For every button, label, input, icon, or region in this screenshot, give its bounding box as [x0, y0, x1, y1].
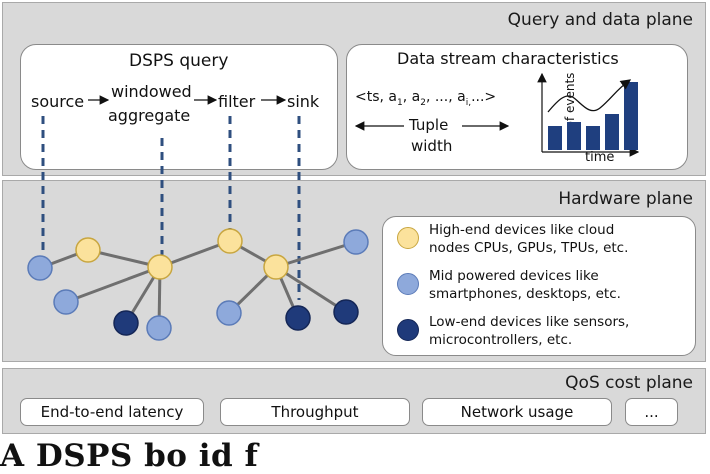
hardware-plane-title: Hardware plane — [558, 189, 693, 209]
operator-sink: sink — [287, 92, 320, 111]
chart-trend-curve — [547, 79, 632, 113]
operator-aggregate: aggregate — [108, 106, 191, 125]
node-high-end — [217, 228, 243, 254]
node-low-end — [285, 305, 311, 331]
node-mid — [216, 300, 242, 326]
dsps-query-card: DSPS query source windowed aggregate fil… — [20, 44, 338, 170]
node-low-end — [113, 310, 139, 336]
node-high-end — [147, 254, 173, 280]
high-end-device-icon — [397, 227, 419, 249]
qos-plane-title: QoS cost plane — [565, 373, 693, 393]
caption-fragment: A DSPS bo id f — [0, 438, 259, 474]
stream-title: Data stream characteristics — [397, 49, 619, 68]
node-high-end — [263, 254, 289, 280]
operator-filter: filter — [218, 92, 256, 111]
node-mid — [53, 289, 79, 315]
event-chart — [537, 72, 640, 157]
tuple-width-line2: width — [411, 137, 453, 155]
node-high-end — [75, 237, 101, 263]
query-plane-title: Query and data plane — [507, 10, 693, 30]
chart-bar — [624, 82, 638, 150]
node-mid — [343, 229, 369, 255]
chart-bar — [567, 122, 581, 150]
qos-more: ... — [625, 398, 678, 426]
qos-end-to-end-latency: End-to-end latency — [20, 398, 204, 426]
tuple-schema: <ts, a1, a2, ..., ai,...> — [355, 89, 497, 108]
chart-bar — [548, 126, 562, 150]
tuple-width-line1: Tuple — [409, 116, 449, 134]
qos-throughput: Throughput — [220, 398, 410, 426]
operator-source: source — [31, 92, 85, 111]
legend-low-end: Low-end devices like sensors,microcontro… — [429, 314, 630, 348]
dsps-query-title: DSPS query — [129, 51, 229, 71]
mid-device-icon — [397, 273, 419, 295]
low-end-device-icon — [397, 319, 419, 341]
qos-network-usage: Network usage — [422, 398, 612, 426]
chart-bar — [586, 126, 600, 150]
node-mid — [27, 255, 53, 281]
chart-bar — [605, 114, 619, 150]
chart-xlabel: time — [585, 150, 615, 165]
node-low-end — [333, 299, 359, 325]
node-mid — [146, 315, 172, 341]
operator-windowed: windowed — [111, 82, 192, 101]
diagram-overlay — [27, 72, 640, 341]
